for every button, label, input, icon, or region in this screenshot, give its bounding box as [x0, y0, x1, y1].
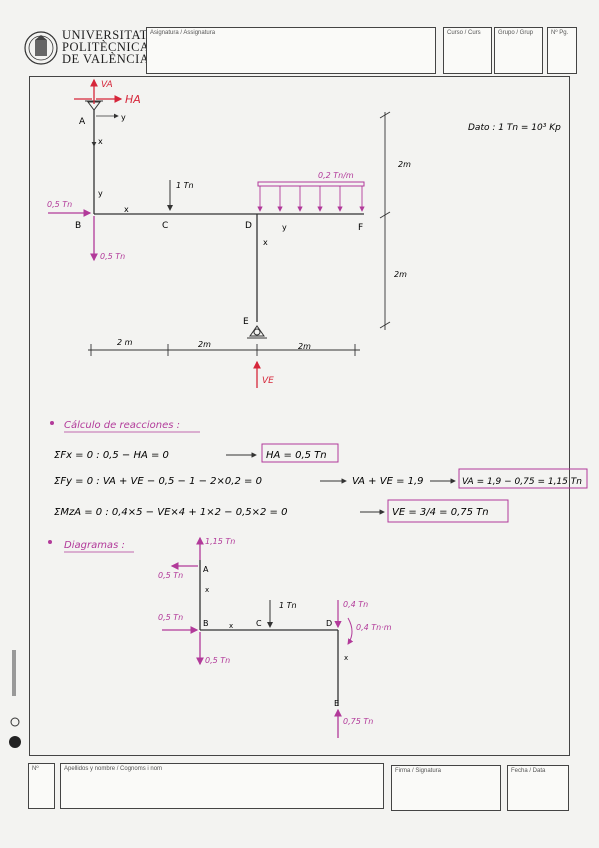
calc-heading: Cálculo de reacciones :: [64, 419, 180, 431]
diagramas-heading: Diagramas :: [64, 540, 125, 551]
svg-text:ΣFy = 0 : VA + VE − 0,5 − 1 −: ΣFy = 0 : VA + VE − 0,5 − 1 − 2×0,2 = 0: [54, 476, 262, 487]
svg-text:0,5 Tn: 0,5 Tn: [205, 656, 230, 665]
svg-text:x: x: [229, 622, 233, 630]
svg-text:x: x: [205, 586, 209, 594]
svg-text:1,15 Tn: 1,15 Tn: [205, 537, 235, 546]
number-field[interactable]: Nº: [28, 763, 55, 809]
svg-text:ΣFx = 0 : 0,5 − HA = 0: ΣFx = 0 : 0,5 − HA = 0: [54, 450, 169, 461]
university-logo: [24, 28, 58, 68]
svg-text:E: E: [334, 699, 339, 708]
label-VE: VE: [262, 376, 274, 386]
label-HA: HA: [125, 93, 141, 106]
svg-text:x: x: [344, 654, 348, 662]
svg-text:0,5 Tn: 0,5 Tn: [158, 613, 183, 622]
signature-field[interactable]: Firma / Signatura: [391, 765, 501, 811]
svg-text:2 m: 2 m: [117, 338, 133, 347]
date-field[interactable]: Fecha / Data: [507, 765, 569, 811]
svg-text:0,4 Tn·m: 0,4 Tn·m: [356, 623, 392, 632]
svg-text:VE = 3/4 = 0,75 Tn: VE = 3/4 = 0,75 Tn: [392, 507, 489, 518]
svg-text:y: y: [121, 113, 126, 122]
svg-text:VA + VE = 1,9: VA + VE = 1,9: [352, 476, 424, 487]
page-number-field[interactable]: Nº Pg.: [547, 27, 577, 74]
svg-text:x: x: [263, 238, 268, 247]
svg-text:VA = 1,9 − 0,75 = 1,15 Tn: VA = 1,9 − 0,75 = 1,15 Tn: [462, 477, 582, 487]
university-name: UNIVERSITAT POLITÈCNICA DE VALÈNCIA: [62, 28, 150, 66]
svg-text:ΣMzA = 0 : 0,4×5 − VE×4 + 1×2: ΣMzA = 0 : 0,4×5 − VE×4 + 1×2 − 0,5×2 = …: [54, 507, 287, 518]
label-VA: VA: [101, 80, 113, 90]
svg-text:B: B: [203, 619, 209, 628]
main-area: [29, 76, 570, 756]
svg-text:1 Tn: 1 Tn: [176, 181, 194, 190]
svg-text:D: D: [326, 619, 332, 628]
svg-text:x: x: [98, 137, 103, 146]
dato-note: Dato : 1 Tn = 10³ Kp: [468, 123, 561, 133]
svg-text:A: A: [203, 565, 209, 574]
svg-text:2m: 2m: [198, 340, 211, 349]
load-B-vertical: 0,5 Tn: [100, 252, 125, 261]
svg-text:x: x: [124, 205, 129, 214]
grupo-field[interactable]: Grupo / Grup: [494, 27, 543, 74]
side-logo: [8, 650, 22, 750]
svg-text:A: A: [79, 117, 86, 127]
asignatura-field[interactable]: Asignatura / Assignatura: [146, 27, 436, 74]
name-field[interactable]: Apellidos y nombre / Cognoms i nom: [60, 763, 384, 809]
svg-text:B: B: [75, 221, 81, 231]
svg-text:1 Tn: 1 Tn: [279, 601, 297, 610]
svg-text:HA = 0,5 Tn: HA = 0,5 Tn: [266, 450, 327, 461]
svg-text:E: E: [243, 317, 249, 327]
svg-text:2m: 2m: [394, 270, 407, 279]
svg-text:F: F: [358, 223, 363, 233]
svg-text:D: D: [245, 221, 252, 231]
svg-text:2m: 2m: [398, 160, 411, 169]
svg-text:2m: 2m: [298, 342, 311, 351]
curso-field[interactable]: Curso / Curs: [443, 27, 492, 74]
dist-load-label: 0,2 Tn/m: [318, 171, 354, 180]
svg-text:C: C: [162, 221, 168, 231]
load-B-horizontal: 0,5 Tn: [47, 200, 72, 209]
svg-text:C: C: [256, 619, 262, 628]
svg-text:0,75 Tn: 0,75 Tn: [343, 717, 373, 726]
svg-text:y: y: [282, 223, 287, 232]
svg-text:0,5 Tn: 0,5 Tn: [158, 571, 183, 580]
svg-text:0,4 Tn: 0,4 Tn: [343, 600, 368, 609]
svg-text:y: y: [98, 189, 103, 198]
